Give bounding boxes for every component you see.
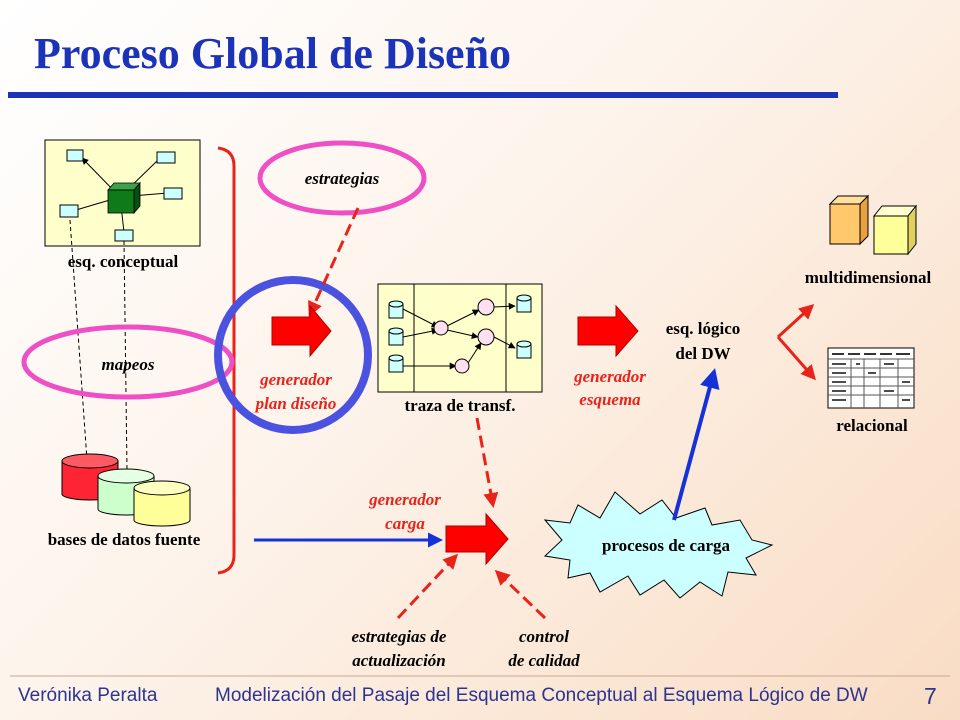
block-arrow — [271, 304, 332, 358]
page-title: Proceso Global de Diseño — [34, 29, 512, 78]
dashed-arrow — [396, 553, 459, 620]
load-processes-label: procesos de carga — [601, 536, 731, 555]
source-databases-icon — [61, 453, 191, 527]
conceptual-schema-box — [44, 139, 201, 247]
quality-control-label-2: de calidad — [508, 651, 580, 670]
logical-schema-label-2: del DW — [675, 344, 731, 363]
mapping-line — [123, 240, 128, 471]
database-cylinder-icon — [388, 294, 532, 373]
branch-line — [776, 336, 816, 381]
load-generator-label-2: carga — [385, 514, 425, 533]
page-number: 7 — [924, 683, 937, 709]
conceptual-schema-label: esq. conceptual — [67, 252, 179, 271]
load-generator-label-1: generador — [369, 490, 441, 509]
block-arrow — [445, 512, 509, 566]
update-strategies-label-2: actualización — [352, 651, 446, 670]
quality-control-label-1: control — [518, 627, 570, 646]
estrategias-ellipse — [257, 140, 427, 216]
footer-author: Verónika Peralta — [18, 685, 158, 706]
mapeos-ellipse — [21, 324, 235, 400]
estrategias-label: estrategias — [304, 169, 380, 188]
plan-generator-label-1: generador — [260, 370, 332, 389]
schema-generator-label-1: generador — [574, 367, 646, 386]
multidimensional-label: multidimensional — [804, 268, 932, 287]
schema-generator-label-2: esquema — [579, 390, 641, 409]
trace-box — [377, 283, 543, 393]
table-grid-icon — [827, 347, 915, 409]
dashed-arrow — [308, 207, 360, 317]
block-arrow — [577, 304, 639, 358]
multidimensional-icon — [828, 194, 918, 256]
footer-course-title: Modelización del Pasaje del Esquema Conc… — [215, 685, 868, 706]
cube-icon — [107, 181, 141, 215]
update-strategies-label-1: estrategias de — [351, 627, 447, 646]
mapping-line — [69, 219, 88, 461]
trace-label: traza de transf. — [404, 396, 516, 415]
branch-line — [776, 303, 815, 339]
source-databases-label: bases de datos fuente — [47, 530, 201, 549]
logical-schema-label-1: esq. lógico — [665, 319, 741, 338]
plan-generator-label-2: plan diseño — [255, 394, 337, 413]
database-cylinder-icon — [133, 480, 191, 527]
relational-label: relacional — [836, 416, 908, 435]
blue-arrow — [672, 368, 720, 521]
dashed-arrow — [475, 417, 499, 508]
mapeos-label: mapeos — [101, 355, 155, 374]
title-rule — [8, 92, 838, 98]
starburst — [543, 491, 774, 599]
plan-generator-circle — [214, 276, 372, 434]
dashed-arrow — [494, 569, 547, 620]
